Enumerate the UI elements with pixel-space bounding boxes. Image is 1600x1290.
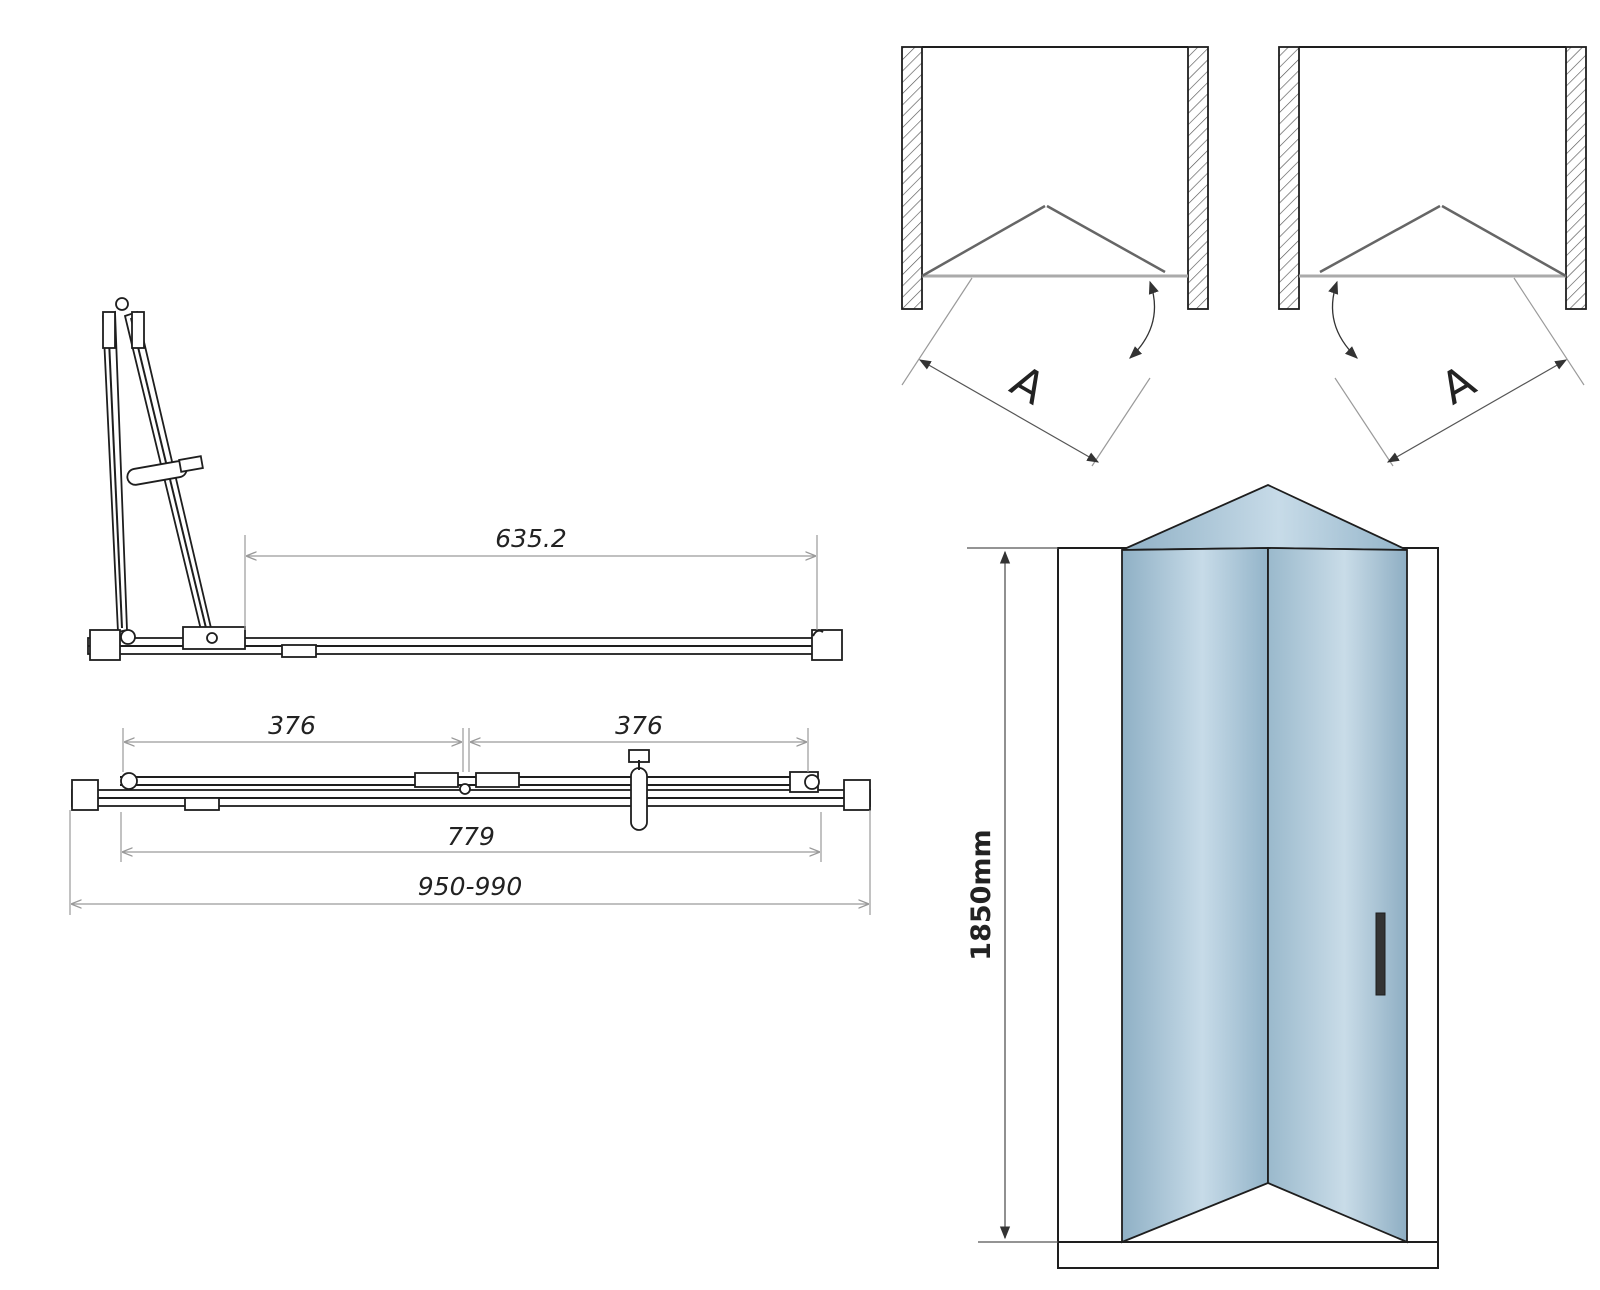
dimension-height: 1850mm xyxy=(966,547,1058,1243)
dimension-inner-width: 779 xyxy=(120,812,822,862)
dimension-label-top-span: 635.2 xyxy=(495,524,567,553)
glass-panel-right xyxy=(1267,547,1408,1244)
opening-diagram-left: A xyxy=(901,46,1209,467)
dimension-label-outer-width: 950-990 xyxy=(418,872,522,901)
plan-view-closed: 376 376 779 950-990 xyxy=(69,711,871,915)
dimension-label-right-leaf: 376 xyxy=(615,711,663,740)
folded-leaves xyxy=(102,297,213,634)
base-track-open xyxy=(87,626,843,661)
dimension-top-span: 635.2 xyxy=(244,524,818,630)
dimension-label-height: 1850mm xyxy=(966,829,997,960)
dimension-label-left-leaf: 376 xyxy=(268,711,316,740)
opening-label-right: A xyxy=(1432,356,1484,415)
dimension-right-leaf: 376 xyxy=(468,711,809,772)
dimension-left-leaf: 376 xyxy=(122,711,464,772)
base-track-closed xyxy=(71,749,871,831)
opening-diagram-right: A xyxy=(1278,46,1587,467)
dimension-label-inner-width: 779 xyxy=(447,822,495,851)
front-elevation xyxy=(1057,484,1439,1269)
opening-label-left: A xyxy=(1002,356,1054,415)
plan-view-open: 635.2 xyxy=(87,297,843,661)
glass-panel-left xyxy=(1121,547,1269,1244)
dimension-outer-width: 950-990 xyxy=(69,810,871,915)
door-handle xyxy=(1375,912,1386,996)
